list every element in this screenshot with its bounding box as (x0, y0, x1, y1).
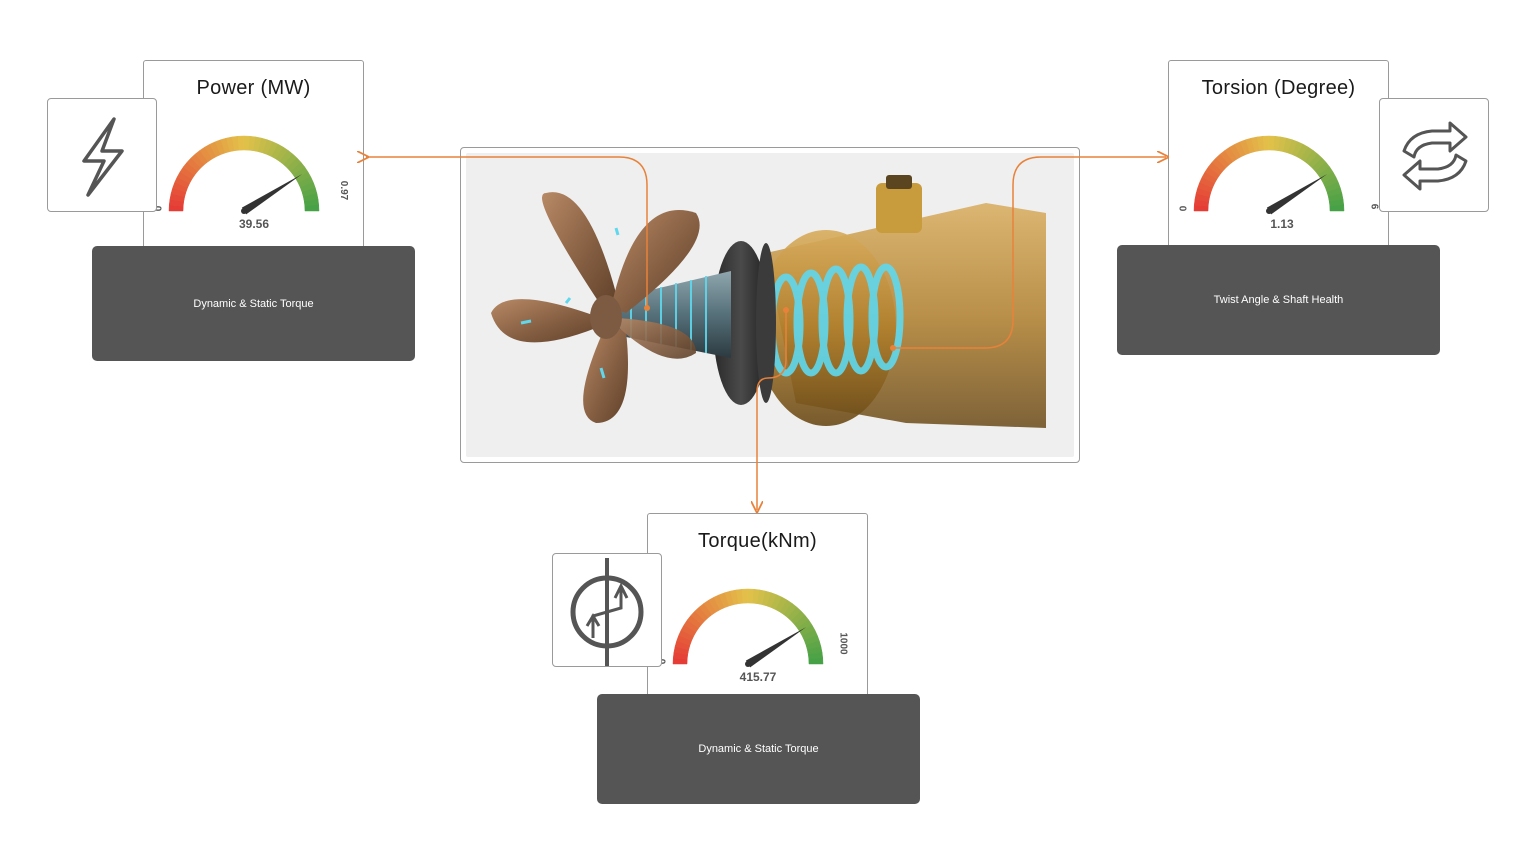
gauge-needle (241, 174, 303, 215)
torsion-gauge-value: 1.13 (1270, 217, 1294, 231)
hero-image-frame (460, 147, 1080, 463)
torque-gauge-card: Torque(kNm) 415.77 0 1000 (647, 513, 868, 703)
power-panel-label: Dynamic & Static Torque (193, 297, 314, 310)
gauge-arc-segment (237, 135, 245, 151)
gauge-needle-hub (241, 208, 247, 214)
torsion-icon-box (1379, 98, 1489, 212)
power-icon-box (47, 98, 157, 212)
gauge-arc-segment (808, 657, 824, 665)
gauge-needle (745, 627, 807, 668)
gauge-arc-segment (304, 204, 320, 212)
torsion-gauge-max: 6 (1368, 203, 1380, 210)
torque-gauge-title: Torque(kNm) (698, 530, 817, 552)
gauge-needle (1266, 174, 1328, 215)
power-gauge-max: 0.97 (338, 180, 350, 201)
torque-panel: Dynamic & Static Torque (597, 694, 920, 804)
gauge-arc-segment (741, 588, 749, 604)
torsion-gauge-title: Torsion (Degree) (1201, 77, 1356, 99)
torsion-gauge (1193, 135, 1345, 215)
torsion-panel-label: Twist Angle & Shaft Health (1213, 294, 1344, 306)
power-gauge-card: Power (MW) 39.56 0 0.97 (143, 60, 364, 250)
power-panel: Dynamic & Static Torque (92, 246, 415, 361)
torque-gauge (672, 588, 824, 668)
power-gauge (168, 135, 320, 215)
lightning-icon (82, 117, 124, 197)
gauge-needle-hub (745, 661, 751, 667)
rotate-arrows-icon (1402, 121, 1468, 191)
power-gauge-value: 39.56 (238, 217, 270, 231)
gauge-needle-hub (1266, 208, 1272, 214)
torque-panel-label: Dynamic & Static Torque (698, 743, 819, 755)
propeller-shaft-illustration (491, 175, 1046, 428)
torque-icon-box (552, 553, 662, 667)
torque-gauge-max: 1000 (837, 632, 849, 655)
torsion-gauge-min: 0 (1178, 205, 1190, 212)
hero-image (466, 153, 1074, 457)
power-gauge-title: Power (MW) (196, 77, 311, 99)
torsion-gauge-card: Torsion (Degree) 1.13 0 6 (1168, 60, 1389, 250)
torsion-panel: Twist Angle & Shaft Health (1117, 245, 1440, 355)
torque-sensor-icon (570, 558, 644, 666)
gauge-arc-segment (1329, 204, 1345, 212)
torque-gauge-value: 415.77 (739, 670, 777, 684)
gauge-arc-segment (1262, 135, 1270, 151)
